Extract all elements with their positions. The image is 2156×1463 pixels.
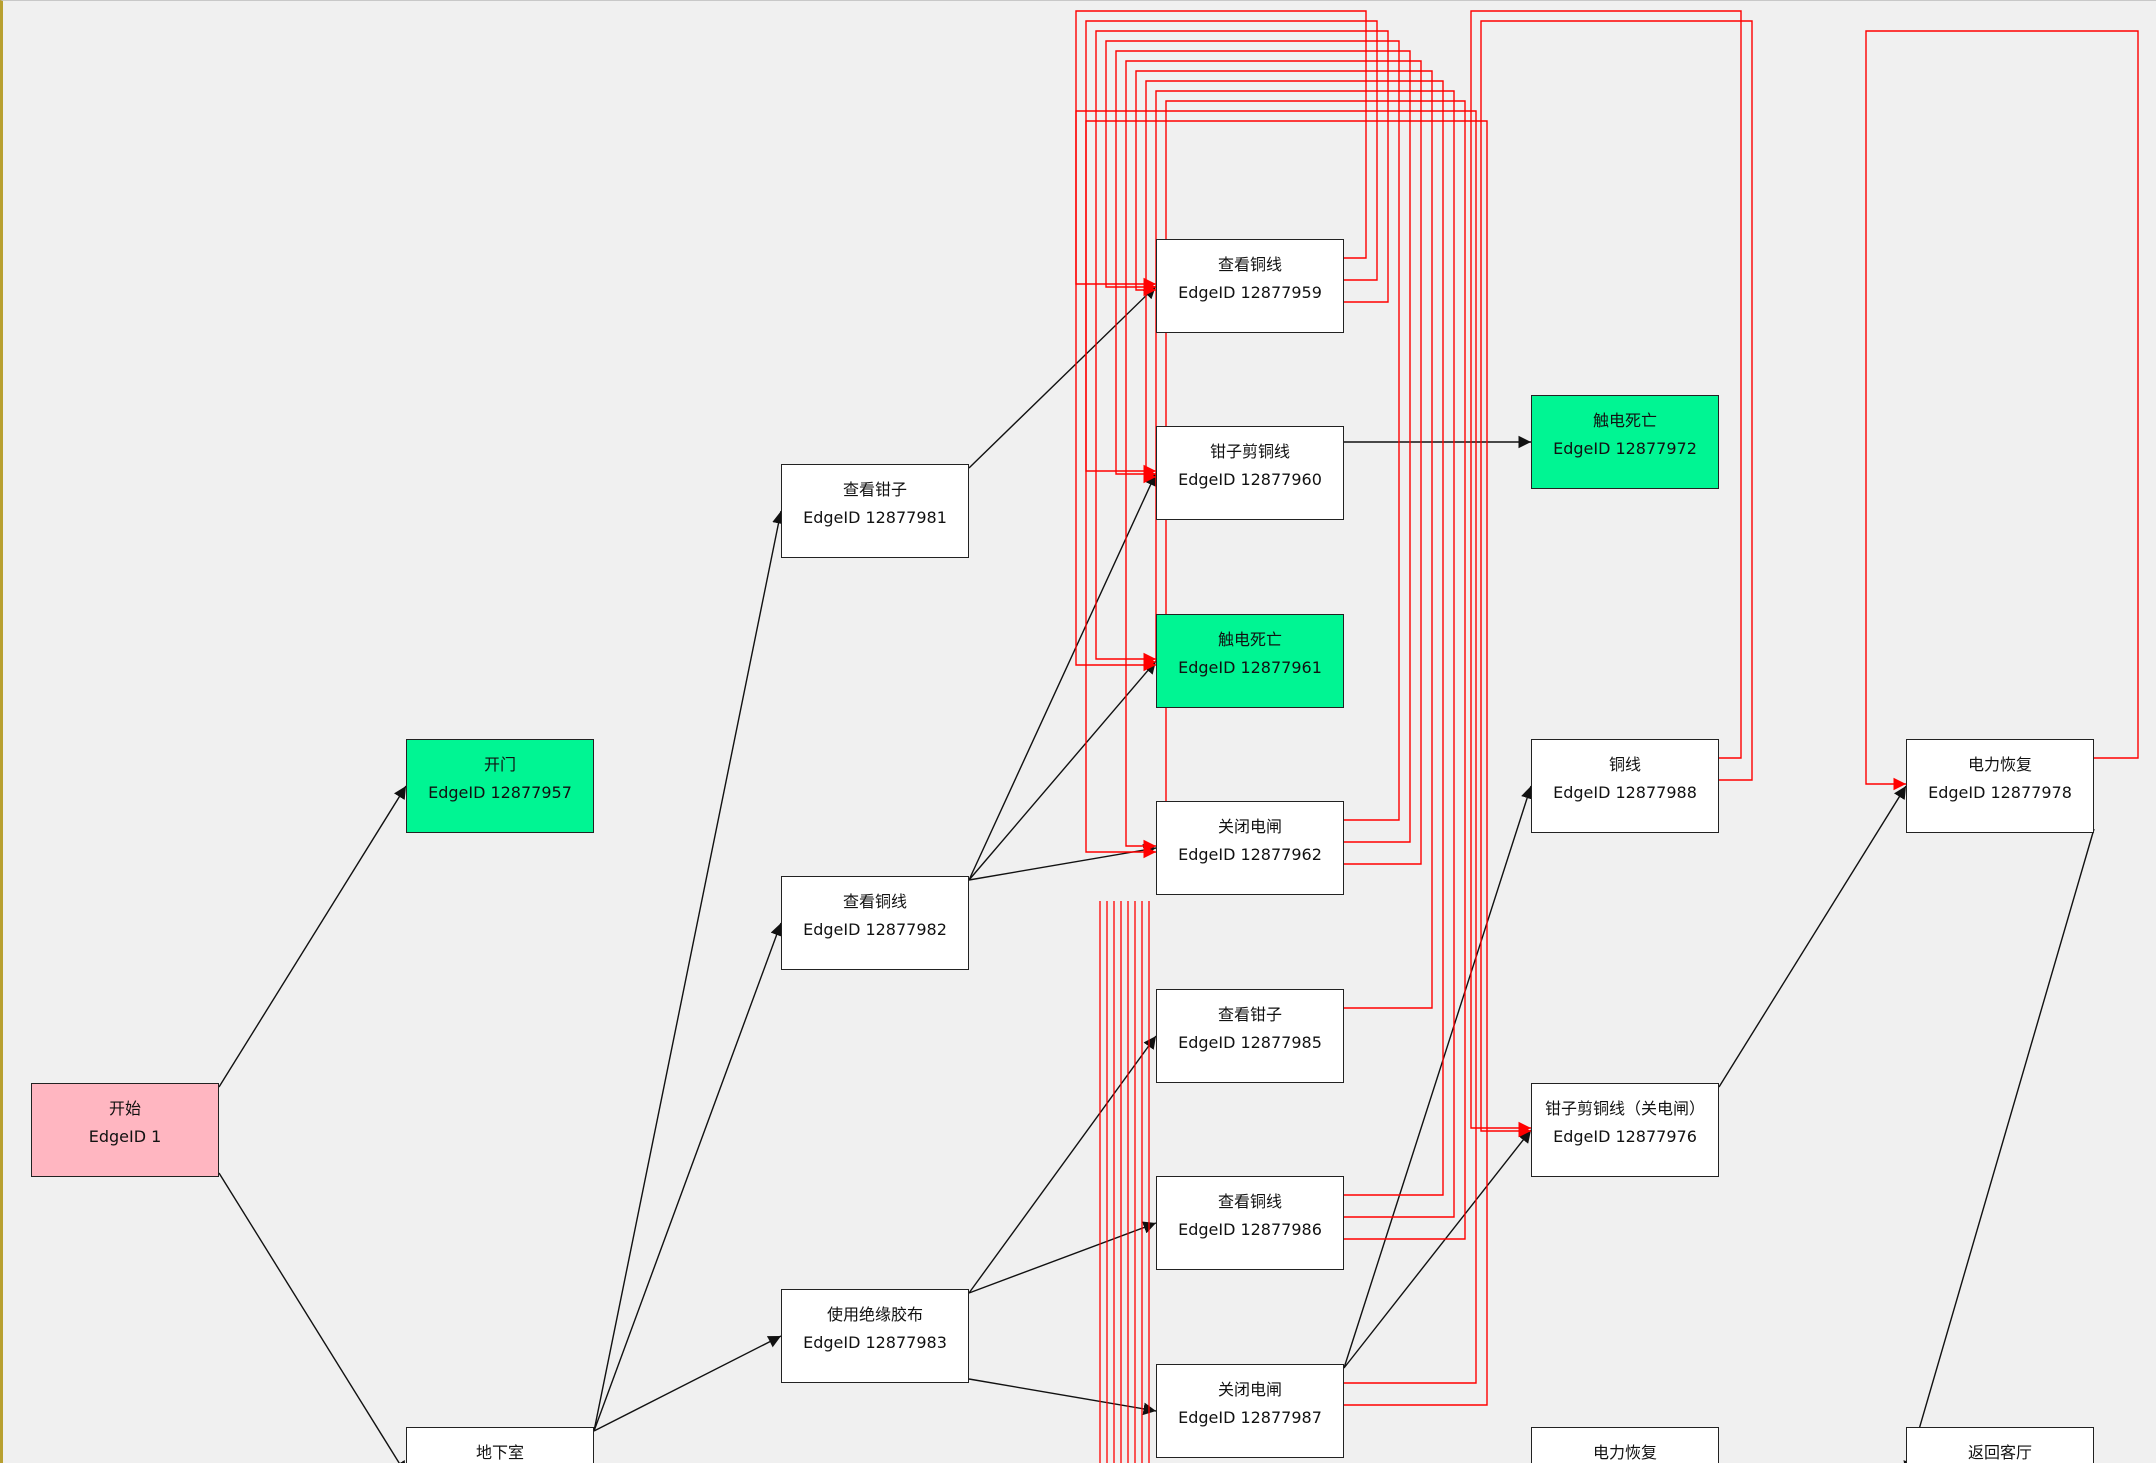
back-edge-n88-n76	[1480, 20, 1753, 1138]
node-title: 查看钳子	[1217, 1005, 1282, 1024]
back-edge-n85-n59	[1135, 70, 1433, 1009]
edge-nbase-n82	[593, 922, 783, 1432]
node-power-restored[interactable]: 电力恢复	[1531, 1427, 1719, 1463]
edge-n81-n59	[968, 285, 1157, 469]
back-edge-n78-n78	[1865, 30, 2139, 791]
edge-n82-n60	[968, 472, 1157, 881]
node-title: 查看铜线	[1217, 1192, 1282, 1211]
edge-n76-n78	[1718, 785, 1907, 1088]
back-edge-n59-n59	[1075, 10, 1367, 291]
node-title: 查看铜线	[1217, 255, 1282, 274]
edge-n1-nbase	[218, 1172, 406, 1463]
edge-n78-nhall	[1903, 828, 2095, 1463]
edge-n83-n85	[968, 1035, 1157, 1294]
back-edge-n59-n61	[1095, 30, 1389, 666]
node-title: 查看铜线	[842, 892, 907, 911]
edge-nbase-n83	[593, 1335, 782, 1432]
node-title: 关闭电闸	[1217, 1380, 1282, 1399]
back-edge-n62-n59	[1105, 40, 1400, 821]
back-edge-n62-n60	[1115, 50, 1411, 843]
node-title: 触电死亡	[1217, 630, 1282, 649]
node-title: 关闭电闸	[1217, 817, 1282, 836]
back-edge-n59-n60	[1085, 20, 1378, 478]
node-title: 查看钳子	[842, 480, 907, 499]
edge-n82-n61	[968, 660, 1157, 881]
back-edge-n88-n76	[1470, 10, 1742, 1135]
node-title: 返回客厅	[1967, 1443, 2032, 1462]
node-title: 开门	[483, 755, 516, 774]
edge-nbase-n81	[593, 510, 785, 1432]
node-title: 电力恢复	[1592, 1443, 1657, 1462]
back-edge-n86-n60	[1143, 80, 1444, 1196]
edge-n83-n87	[968, 1378, 1157, 1416]
node-title: 地下室	[475, 1443, 524, 1462]
edge-n87-n88	[1343, 785, 1534, 1369]
back-edge-n87-n61	[1075, 110, 1477, 1384]
node-title: 使用绝缘胶布	[826, 1305, 923, 1324]
node-title: 电力恢复	[1967, 755, 2032, 774]
back-edge-n62-n62	[1125, 60, 1422, 865]
edge-layer	[218, 10, 2139, 1463]
node-title: 铜线	[1608, 755, 1641, 774]
back-edge-n87-n62	[1085, 120, 1488, 1406]
node-title: 钳子剪铜线（关电闸）	[1544, 1099, 1705, 1118]
node-basement[interactable]: 地下室	[406, 1427, 594, 1463]
edge-n1-n57	[218, 785, 407, 1088]
node-title: 触电死亡	[1592, 411, 1657, 430]
node-title: 钳子剪铜线	[1209, 442, 1290, 461]
edge-n83-n86	[968, 1221, 1157, 1294]
node-return-living-room[interactable]: 返回客厅	[1906, 1427, 2094, 1463]
edge-n82-n62	[968, 843, 1157, 881]
edge-n87-n76	[1343, 1129, 1532, 1369]
node-title: 开始	[108, 1099, 141, 1118]
